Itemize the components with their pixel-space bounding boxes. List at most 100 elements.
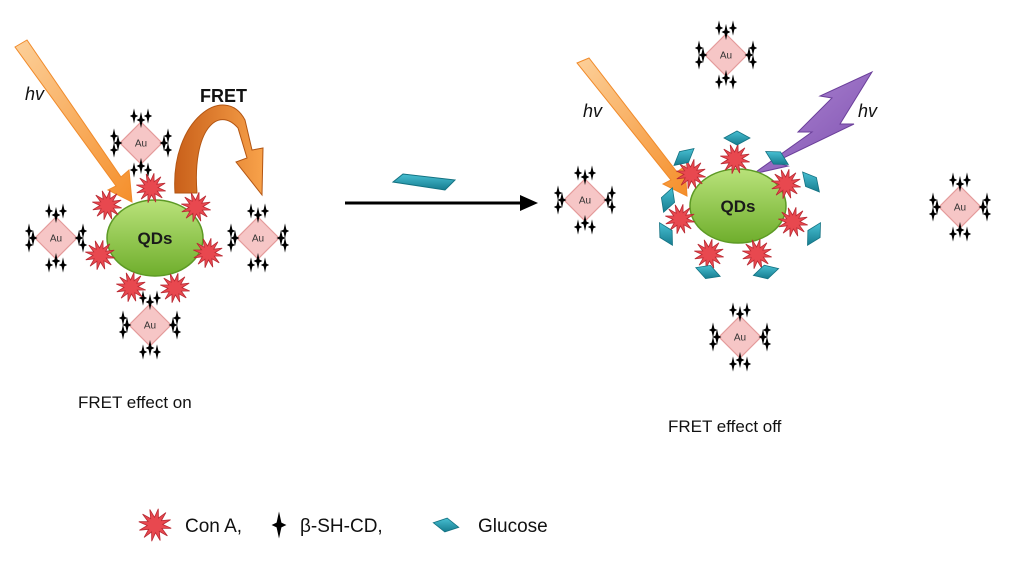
- beta-sh-cd-icon: [708, 322, 718, 338]
- beta-sh-cd-icon: [280, 237, 290, 253]
- beta-sh-cd-icon: [109, 128, 119, 144]
- beta-sh-cd-icon: [694, 54, 704, 70]
- con-a-icon: [181, 192, 211, 222]
- con-a-icon: [720, 144, 750, 174]
- beta-sh-cd-icon: [28, 229, 38, 247]
- beta-sh-cd-icon: [226, 223, 236, 239]
- beta-sh-cd-icon: [748, 54, 758, 70]
- au-label: Au: [579, 196, 591, 207]
- con-a-icon: [676, 159, 706, 189]
- beta-sh-cd-icon: [698, 46, 708, 64]
- beta-sh-cd-icon: [735, 351, 745, 369]
- beta-sh-cd-icon: [735, 305, 745, 323]
- beta-sh-cd-icon: [603, 191, 613, 209]
- hv-label-left: hv: [25, 84, 45, 104]
- fret-curved-arrow: [174, 104, 264, 197]
- beta-sh-cd-icon: [758, 328, 768, 346]
- beta-sh-cd-icon: [762, 322, 772, 338]
- beta-sh-cd-icon: [58, 257, 68, 273]
- beta-sh-cd-icon: [145, 293, 155, 311]
- gold-nanoparticle: Au: [563, 178, 607, 222]
- beta-sh-cd-icon: [712, 328, 722, 346]
- gold-nanoparticle: Au: [119, 121, 163, 165]
- glucose-icon: [802, 171, 820, 193]
- beta-sh-cd-icon: [607, 199, 617, 215]
- gold-nanoparticle: Au: [34, 216, 78, 260]
- beta-sh-cd-icon: [962, 226, 972, 242]
- beta-sh-cd-icon: [163, 142, 173, 158]
- con-a-icon: [193, 238, 223, 268]
- con-a-icon: [771, 169, 801, 199]
- beta-sh-cd-icon: [694, 40, 704, 56]
- glucose-icon: [764, 151, 790, 165]
- legend-glucose-label: Glucose: [478, 516, 548, 537]
- caption-fret-on: FRET effect on: [78, 393, 192, 412]
- beta-sh-cd-icon: [136, 157, 146, 175]
- beta-sh-cd-icon: [978, 198, 988, 216]
- glucose-icon: [391, 173, 457, 191]
- beta-sh-cd-icon: [152, 290, 162, 306]
- glucose-icon: [752, 264, 780, 280]
- beta-sh-cd-icon: [152, 344, 162, 360]
- beta-sh-cd-icon: [230, 229, 240, 247]
- beta-sh-cd-icon: [748, 40, 758, 56]
- beta-sh-cd-icon: [721, 69, 731, 87]
- au-label: Au: [720, 51, 732, 62]
- qds-label-right: QDs: [721, 197, 756, 216]
- con-a-icon: [85, 240, 115, 270]
- glucose-icon: [660, 187, 676, 213]
- beta-sh-cd-icon: [728, 20, 738, 36]
- caption-fret-off: FRET effect off: [668, 417, 782, 436]
- beta-sh-cd-icon: [136, 111, 146, 129]
- beta-sh-cd-icon: [226, 237, 236, 253]
- beta-sh-cd-icon: [143, 108, 153, 124]
- glucose-icon: [659, 221, 673, 247]
- con-a-icon: [116, 272, 146, 302]
- beta-sh-cd-icon: [118, 324, 128, 340]
- beta-sh-cd-icon: [728, 74, 738, 90]
- beta-sh-cd-icon: [955, 175, 965, 193]
- beta-sh-cd-icon: [553, 199, 563, 215]
- glucose-icon: [673, 148, 695, 166]
- beta-sh-cd-icon: [580, 214, 590, 232]
- beta-sh-cd-icon: [129, 162, 139, 178]
- beta-sh-cd-icon: [113, 134, 123, 152]
- fret-label: FRET: [200, 86, 247, 106]
- beta-sh-cd-icon: [51, 206, 61, 224]
- beta-sh-cd-icon: [253, 252, 263, 270]
- legend-con-a-label: Con A,: [185, 516, 242, 537]
- beta-sh-cd-icon: [78, 223, 88, 239]
- beta-sh-cd-icon: [44, 257, 54, 273]
- beta-sh-cd-icon: [24, 223, 34, 239]
- gold-nanoparticle: Au: [704, 33, 748, 77]
- beta-sh-cd-icon: [159, 134, 169, 152]
- beta-sh-cd-icon: [253, 206, 263, 224]
- beta-sh-cd-icon: [143, 162, 153, 178]
- beta-sh-cd-icon: [129, 108, 139, 124]
- au-label: Au: [954, 203, 966, 214]
- beta-sh-cd-icon: [172, 324, 182, 340]
- beta-sh-cd-icon: [587, 165, 597, 181]
- glucose-icon: [807, 221, 821, 247]
- beta-sh-cd-icon: [109, 142, 119, 158]
- beta-sh-cd-icon: [118, 310, 128, 326]
- beta-sh-cd-icon: [948, 226, 958, 242]
- gold-nanoparticle: Au: [236, 216, 280, 260]
- beta-sh-cd-icon: [260, 257, 270, 273]
- glucose-icon: [723, 130, 751, 146]
- beta-sh-cd-icon: [276, 229, 286, 247]
- beta-sh-cd-icon: [553, 185, 563, 201]
- beta-sh-cd-icon: [172, 310, 182, 326]
- beta-sh-cd-icon: [928, 206, 938, 222]
- beta-sh-cd-icon: [982, 192, 992, 208]
- au-label: Au: [50, 234, 62, 245]
- con-a-icon: [92, 190, 122, 220]
- beta-sh-cd-icon: [138, 290, 148, 306]
- beta-sh-cd-icon: [138, 344, 148, 360]
- con-a-icon: [138, 508, 172, 542]
- beta-sh-cd-icon: [44, 203, 54, 219]
- beta-sh-cd-icon: [168, 316, 178, 334]
- beta-sh-cd-icon: [74, 229, 84, 247]
- beta-sh-cd-icon: [246, 203, 256, 219]
